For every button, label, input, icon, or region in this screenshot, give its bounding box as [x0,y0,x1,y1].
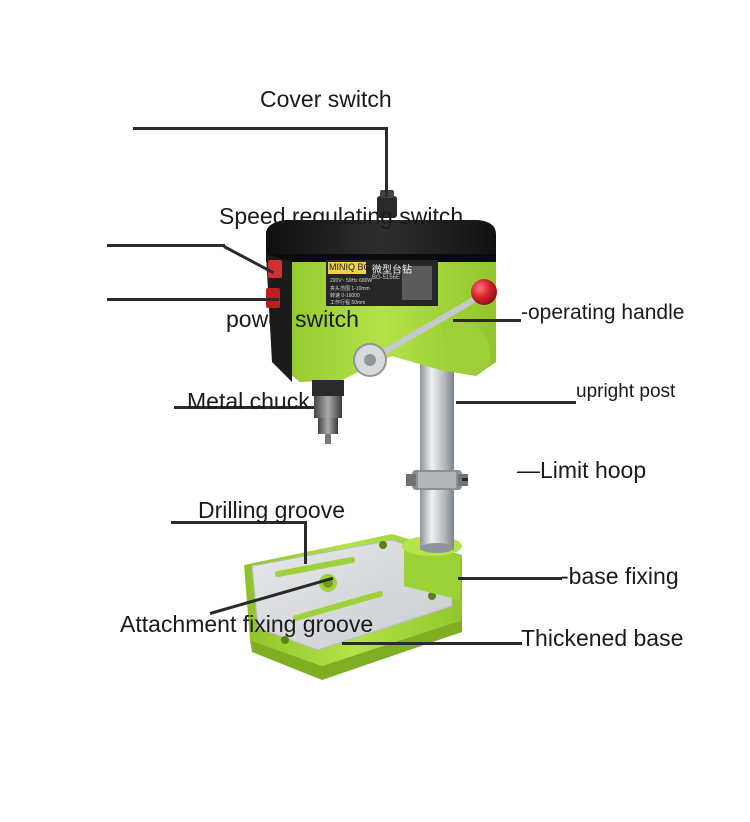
drilling-groove-slot [275,557,355,577]
upright-post [420,350,454,550]
label-thickened-base: Thickened base [521,625,684,651]
panel-spec-3: 转速 0-16000 [330,293,360,299]
head-cover [266,220,496,254]
attachment-groove-slot [293,591,383,621]
label-attachment-groove: Attachment fixing groove [120,611,374,637]
panel-spec-2: 夹头范围 1-10mm [330,286,370,292]
leader-drill-v [304,521,307,564]
limit-hoop [406,470,468,490]
metal-chuck [312,380,344,444]
leader-thickened-base [342,642,522,645]
leader-chuck [174,406,314,409]
leader-power [107,298,279,301]
leader-base-fixing [458,577,562,580]
handle-knob [471,279,497,305]
drill-head [266,190,496,382]
label-speed-switch: Speed regulating switch [219,203,464,229]
panel-spec-1: 220V~ 50Hz 680W [330,278,373,284]
label-upright-post: upright post [576,381,676,402]
label-limit-hoop: —Limit hoop [517,457,647,483]
label-drilling-groove: Drilling groove [198,497,346,523]
label-metal-chuck: Metal chuck [187,388,310,414]
leader-cover-h [133,127,387,130]
label-base-fixing: -base fixing [561,563,679,589]
label-power-switch: power switch [226,306,359,332]
label-operating-handle: -operating handle [521,301,685,324]
leader-drill-h [171,521,306,524]
panel-model: 微型台钻 [372,265,412,276]
leader-speed-h [107,244,225,247]
operating-handle [353,279,497,377]
leader-cover-v [385,127,388,197]
leader-post [456,401,576,404]
panel-spec-4: 工作行程 50mm [330,300,366,306]
panel-brand: MINIQ BG [329,262,371,272]
leader-handle [453,319,521,322]
cover-knob [377,196,397,218]
label-cover-switch: Cover switch [260,86,392,112]
leader-hoop [462,478,468,481]
panel-model-code: BG-5156E [372,275,401,281]
